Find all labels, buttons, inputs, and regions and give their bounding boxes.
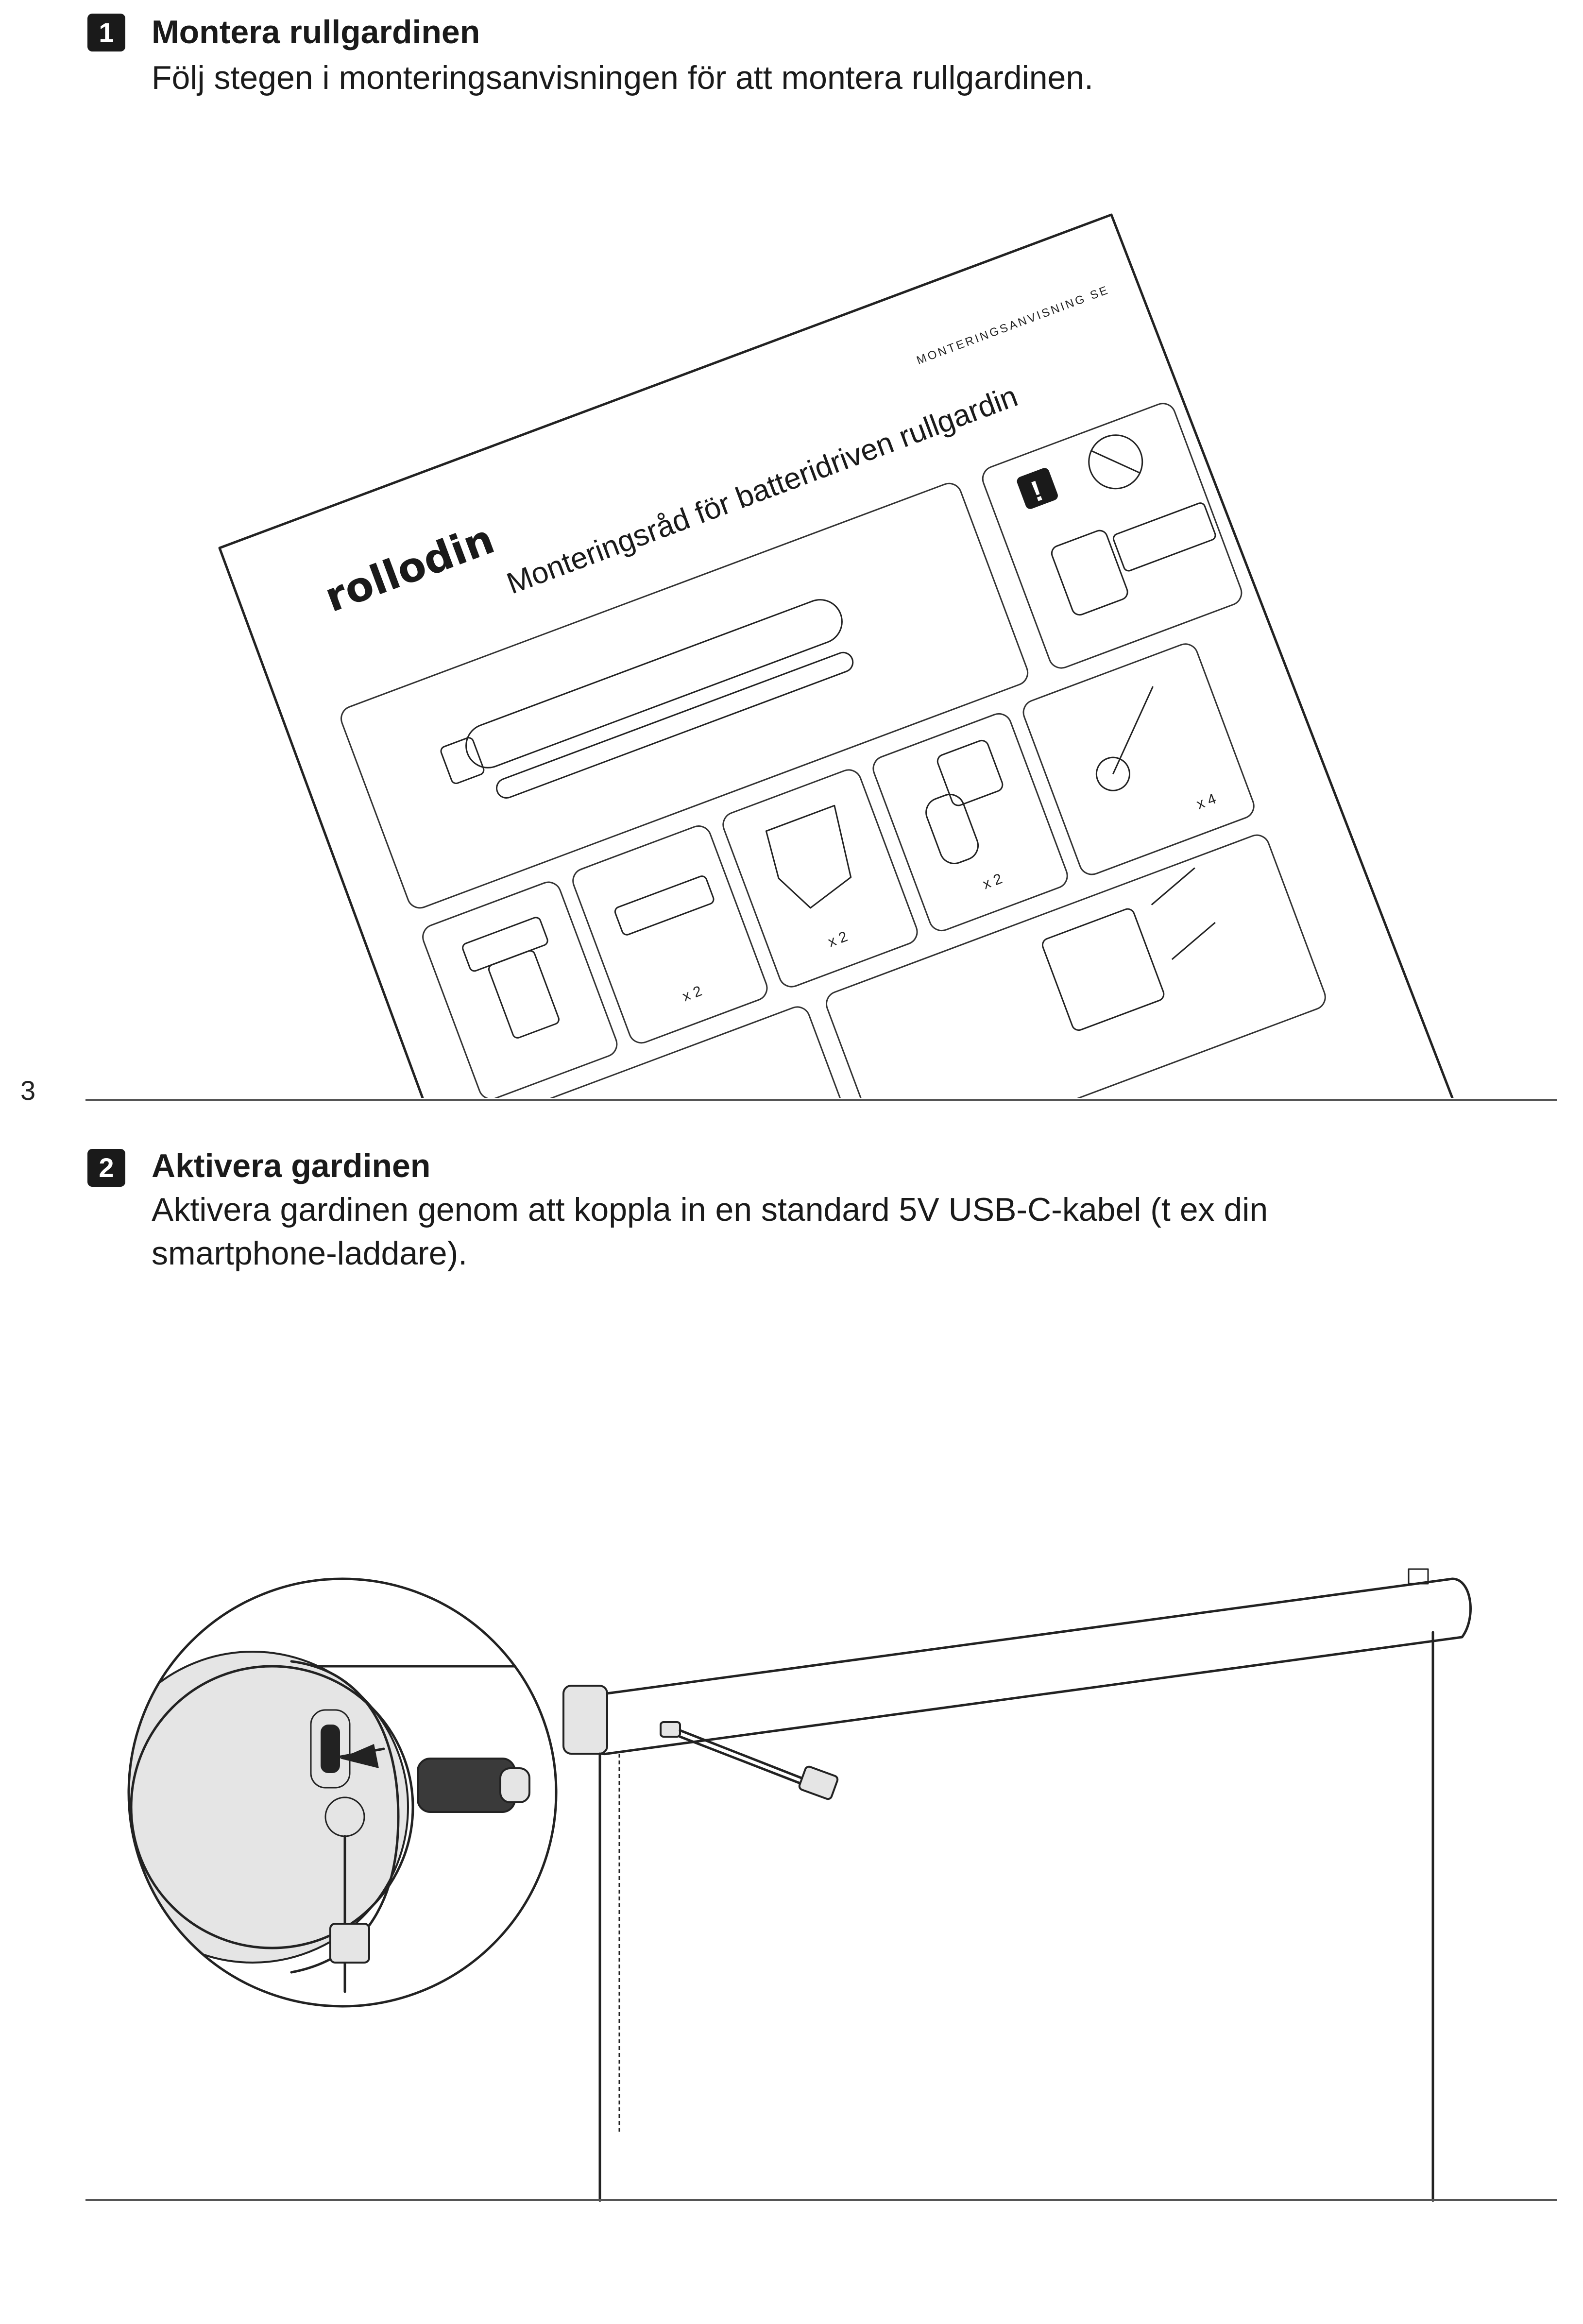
usb-c-plug-icon: [417, 1758, 530, 1813]
section-divider: [85, 1099, 1557, 1101]
step-2-description-line-2: smartphone-laddare).: [152, 1235, 468, 1272]
step-2-description-line-1: Aktivera gardinen genom att koppla in en…: [152, 1191, 1268, 1228]
manual-logo: rollodin: [319, 515, 500, 621]
step-1-description: Följ stegen i monteringsanvisningen för …: [152, 59, 1094, 96]
usb-c-illustration: [127, 1568, 1472, 2202]
step-2-number: 2: [87, 1149, 125, 1187]
end-cap-part-icon: [765, 804, 852, 909]
roller-blind-product: [440, 599, 854, 799]
end-plug-part-icon: [925, 739, 1004, 864]
manual-header: MONTERINGSANVISNING SE: [915, 283, 1111, 367]
clip-part-icon: [614, 875, 715, 936]
step-1-number: 1: [87, 14, 125, 51]
usb-c-cable-icon: [660, 1721, 839, 1800]
bracket-with-screws-icon: [1041, 867, 1216, 1031]
zoom-detail: [129, 1579, 556, 2006]
bracket-part-icon: [462, 917, 560, 1039]
step-1-title: Montera rullgardinen: [152, 14, 480, 51]
roller-blind: [562, 1568, 1472, 2202]
bottom-divider: [85, 2199, 1557, 2201]
screw-part-icon: [1095, 686, 1154, 791]
page-number: 3: [20, 1075, 36, 1106]
manual-illustration: MONTERINGSANVISNING SE rollodin Monterin…: [218, 213, 1454, 1098]
step-2-title: Aktivera gardinen: [152, 1147, 431, 1184]
